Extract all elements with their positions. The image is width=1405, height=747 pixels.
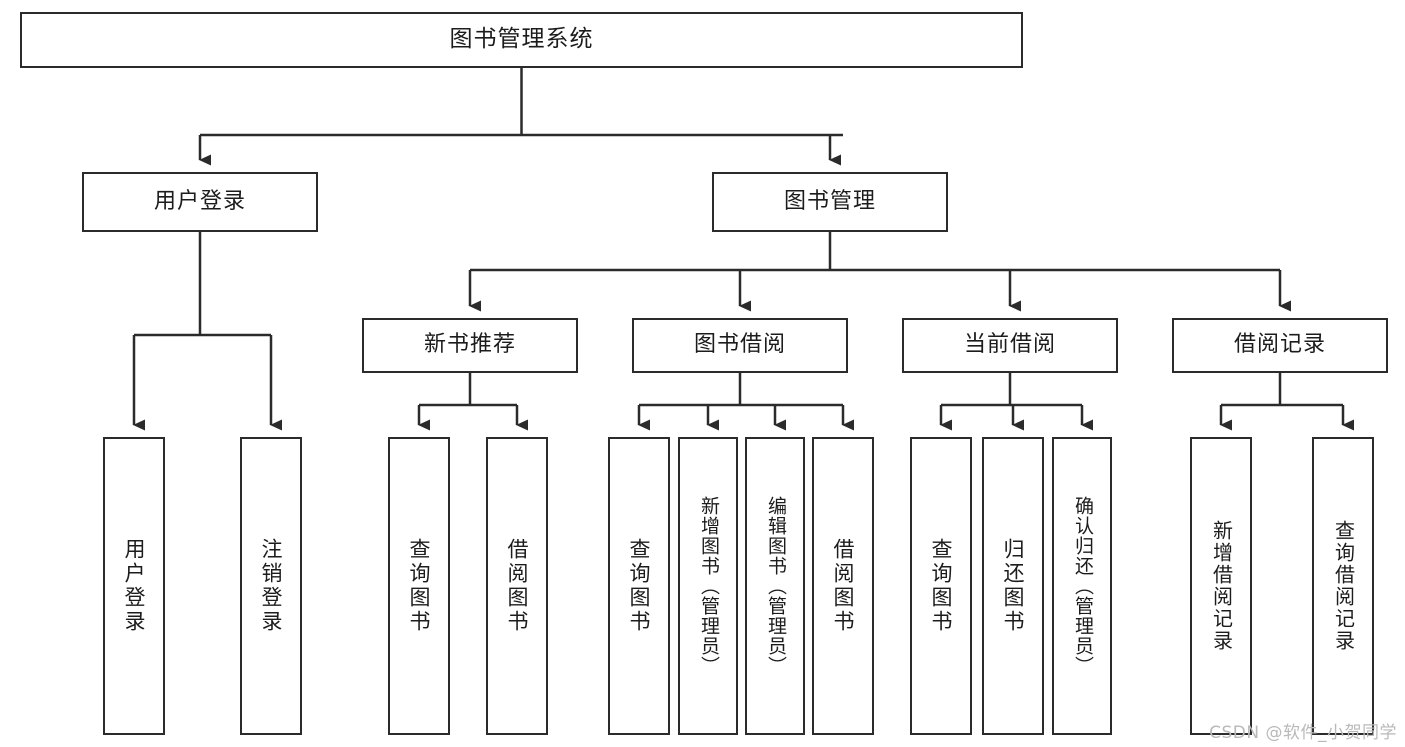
- node-leaf-label: 借阅图书: [505, 538, 530, 634]
- node-current-borrow[interactable]: 当前借阅: [902, 318, 1118, 373]
- node-root-system[interactable]: 图书管理系统: [20, 12, 1023, 68]
- node-leaf-label: 查询图书: [929, 538, 954, 634]
- node-leaf-label: 确认归还（管理员）: [1071, 496, 1094, 676]
- node-book-borrow-label: 图书借阅: [693, 332, 786, 358]
- node-leaf-add-book-admin[interactable]: 新增图书（管理员）: [678, 437, 738, 735]
- node-leaf-query-borrow-record[interactable]: 查询借阅记录: [1312, 437, 1374, 735]
- node-leaf-label: 查询借阅记录: [1331, 520, 1356, 652]
- node-leaf-label: 借阅图书: [831, 538, 856, 634]
- node-user-login[interactable]: 用户登录: [82, 172, 318, 232]
- node-leaf-confirm-return-admin[interactable]: 确认归还（管理员）: [1052, 437, 1112, 735]
- node-borrow-record[interactable]: 借阅记录: [1172, 318, 1388, 373]
- node-book-borrow[interactable]: 图书借阅: [632, 318, 848, 373]
- node-leaf-label: 新增图书（管理员）: [697, 496, 720, 676]
- node-leaf-label: 注销登录: [259, 538, 284, 634]
- node-current-borrow-label: 当前借阅: [963, 332, 1056, 358]
- node-leaf-borrow-book-recommend[interactable]: 借阅图书: [486, 437, 548, 735]
- node-leaf-label: 新增借阅记录: [1209, 520, 1234, 652]
- node-leaf-label: 查询图书: [407, 538, 432, 634]
- node-book-management-label: 图书管理: [783, 188, 876, 214]
- node-root-label: 图书管理系统: [449, 26, 594, 53]
- node-book-management[interactable]: 图书管理: [712, 172, 948, 232]
- node-leaf-label: 归还图书: [1001, 538, 1026, 634]
- node-leaf-edit-book-admin[interactable]: 编辑图书（管理员）: [745, 437, 805, 735]
- node-new-book-recommend[interactable]: 新书推荐: [362, 318, 578, 373]
- node-leaf-query-book-current[interactable]: 查询图书: [910, 437, 972, 735]
- node-leaf-add-borrow-record[interactable]: 新增借阅记录: [1190, 437, 1252, 735]
- node-leaf-label: 查询图书: [627, 538, 652, 634]
- node-leaf-user-login[interactable]: 用户登录: [103, 437, 165, 735]
- node-new-book-recommend-label: 新书推荐: [423, 332, 516, 358]
- node-leaf-borrow-book[interactable]: 借阅图书: [812, 437, 874, 735]
- csdn-watermark: CSDN @软件_小贺同学: [1209, 723, 1397, 743]
- node-leaf-label: 编辑图书（管理员）: [764, 496, 787, 676]
- node-leaf-logout[interactable]: 注销登录: [240, 437, 302, 735]
- node-leaf-return-book[interactable]: 归还图书: [982, 437, 1044, 735]
- node-borrow-record-label: 借阅记录: [1233, 332, 1326, 358]
- node-leaf-query-book-borrow[interactable]: 查询图书: [608, 437, 670, 735]
- node-user-login-label: 用户登录: [153, 188, 246, 214]
- node-leaf-query-book-recommend[interactable]: 查询图书: [388, 437, 450, 735]
- node-leaf-label: 用户登录: [122, 538, 147, 634]
